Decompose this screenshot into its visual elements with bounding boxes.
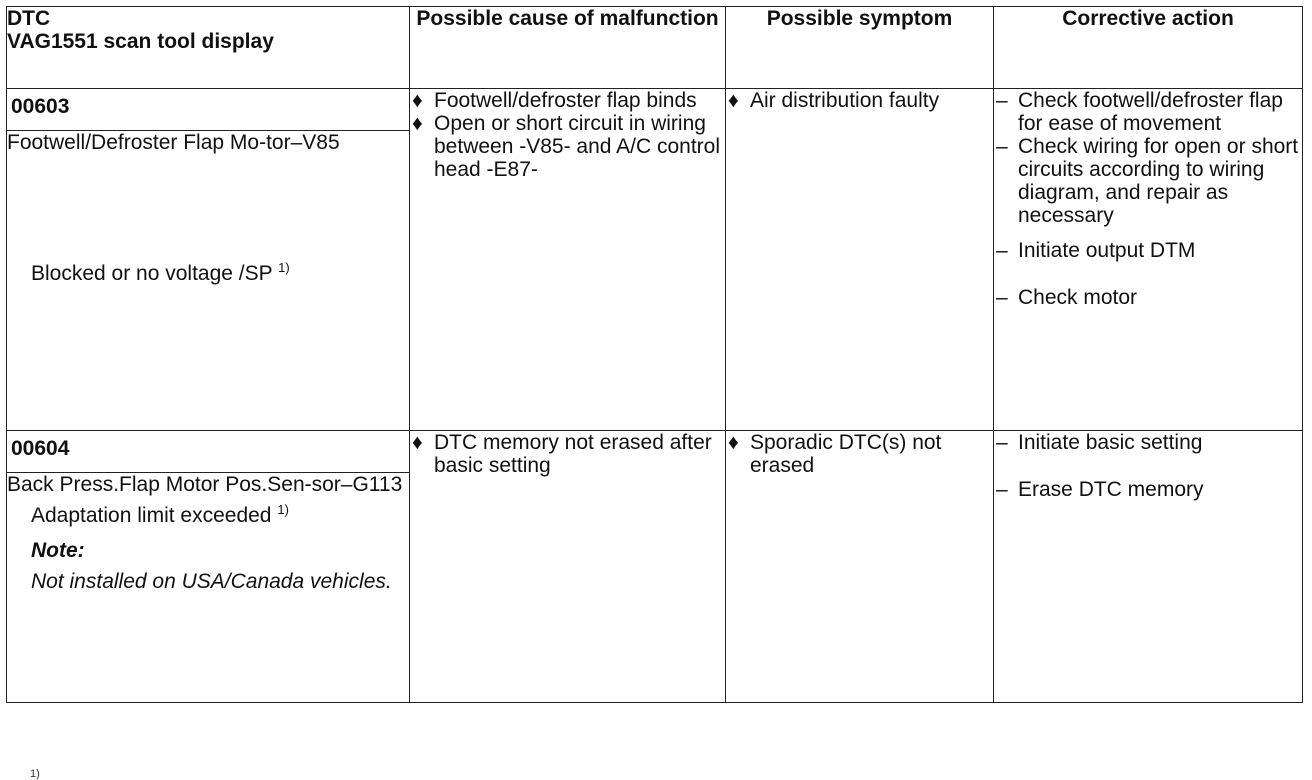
- list-item: –Erase DTC memory: [996, 478, 1204, 501]
- component-name: Back Press.Flap Motor Pos.Sen-sor–G113: [7, 473, 403, 496]
- table-row: 00603 ♦Footwell/defroster flap binds ♦Op…: [6, 88, 1303, 431]
- footnote-mark: 1): [30, 768, 40, 780]
- header-dtc: DTC VAG1551 scan tool display: [6, 6, 410, 89]
- list-item: –Check motor: [996, 286, 1138, 309]
- cause-cell: ♦Footwell/defroster flap binds ♦Open or …: [409, 88, 726, 431]
- table-row: Footwell/Defroster Flap Mo-tor–V85 Block…: [6, 130, 1303, 431]
- list-item: –Initiate basic setting: [996, 431, 1203, 454]
- list-item: –Initiate output DTM: [996, 239, 1196, 262]
- dash-bullet-icon: –: [996, 431, 1008, 454]
- dash-bullet-icon: –: [996, 135, 1008, 158]
- action-cell: –Initiate basic setting –Erase DTC memor…: [993, 430, 1303, 703]
- header-cause: Possible cause of malfunction: [409, 6, 726, 89]
- list-item: ♦Sporadic DTC(s) not erased: [728, 431, 942, 477]
- list-item: –Check footwell/defroster flap for ease …: [996, 89, 1283, 135]
- table-row: 00604 ♦DTC memory not erased after basic…: [6, 430, 1303, 703]
- dtc-table: DTC VAG1551 scan tool display Possible c…: [6, 6, 1303, 703]
- header-symptom: Possible symptom: [725, 6, 994, 89]
- diamond-bullet-icon: ♦: [412, 431, 423, 454]
- component-name: Footwell/Defroster Flap Mo-tor–V85: [7, 131, 340, 154]
- cause-cell: ♦DTC memory not erased after basic setti…: [409, 430, 726, 703]
- symptom-cell: ♦Air distribution faulty: [725, 88, 994, 431]
- dtc-table-page: DTC VAG1551 scan tool display Possible c…: [6, 6, 1303, 766]
- list-item: –Check wiring for open or short circuits…: [996, 135, 1299, 227]
- diamond-bullet-icon: ♦: [412, 89, 423, 112]
- note-text: Not installed on USA/Canada vehicles.: [31, 570, 392, 593]
- dtc-description-cell: Footwell/Defroster Flap Mo-tor–V85 Block…: [6, 130, 410, 431]
- dash-bullet-icon: –: [996, 286, 1008, 309]
- header-row: DTC VAG1551 scan tool display Possible c…: [6, 6, 1303, 89]
- list-item: ♦DTC memory not erased after basic setti…: [412, 431, 712, 477]
- header-dtc-line1: DTC: [7, 7, 51, 30]
- diamond-bullet-icon: ♦: [412, 112, 423, 135]
- symptom-cell: ♦Sporadic DTC(s) not erased: [725, 430, 994, 703]
- dtc-code: 00603: [6, 88, 410, 131]
- note-label: Note:: [31, 539, 85, 562]
- action-cell: –Check footwell/defroster flap for ease …: [993, 88, 1303, 431]
- fault-type: Adaptation limit exceeded 1): [31, 502, 289, 527]
- list-item: ♦Air distribution faulty: [728, 89, 940, 112]
- list-item: ♦Footwell/defroster flap binds: [412, 89, 697, 112]
- list-item: ♦Open or short circuit in wiring between…: [412, 112, 721, 181]
- dtc-code: 00604: [6, 430, 410, 473]
- fault-type: Blocked or no voltage /SP 1): [31, 260, 290, 285]
- dash-bullet-icon: –: [996, 478, 1008, 501]
- dtc-description-cell: Back Press.Flap Motor Pos.Sen-sor–G113 A…: [6, 472, 410, 703]
- dash-bullet-icon: –: [996, 239, 1008, 262]
- header-dtc-line2: VAG1551 scan tool display: [7, 30, 274, 53]
- diamond-bullet-icon: ♦: [728, 431, 739, 454]
- header-action: Corrective action: [993, 6, 1303, 89]
- table-row: Back Press.Flap Motor Pos.Sen-sor–G113 A…: [6, 472, 1303, 703]
- dash-bullet-icon: –: [996, 89, 1008, 112]
- diamond-bullet-icon: ♦: [728, 89, 739, 112]
